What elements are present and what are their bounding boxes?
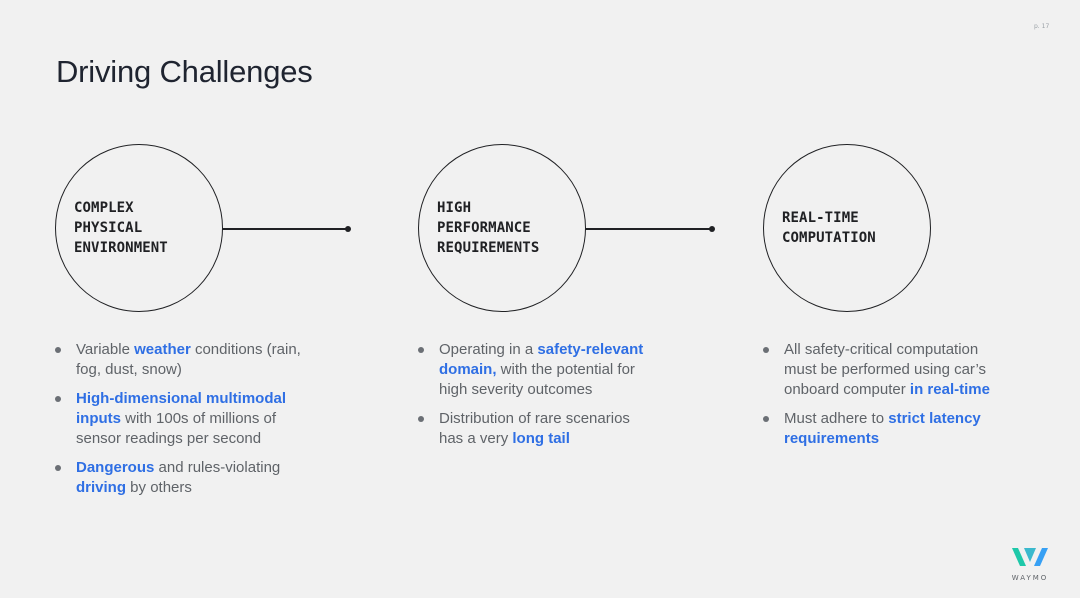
bullet-item: Must adhere to strict latency requiremen…	[763, 409, 1008, 449]
bullet-text: All safety-critical computation must be …	[784, 341, 987, 398]
bullet-item: All safety-critical computation must be …	[763, 340, 1008, 400]
bullet-item: Variable weather conditions (rain, fog, …	[55, 340, 305, 380]
bullet-text: Distribution of rare scenarios has a ver…	[439, 410, 630, 447]
highlight-text: Dangerous	[76, 459, 155, 476]
circle-label: HIGH PERFORMANCE REQUIREMENTS	[437, 200, 540, 256]
bullet-item: Operating in a safety-relevant domain, w…	[418, 340, 658, 400]
bullet-list-real-time-computation: All safety-critical computation must be …	[763, 340, 1008, 458]
connector-dot	[709, 226, 715, 232]
highlight-text: driving	[76, 479, 127, 496]
highlight-text: safety-relevant domain,	[439, 341, 644, 378]
circle-label: REAL-TIME COMPUTATION	[782, 210, 876, 246]
page-number: p. 17	[1034, 23, 1050, 30]
connector-line	[585, 228, 710, 230]
slide-title: Driving Challenges	[56, 54, 313, 89]
bullet-item: Distribution of rare scenarios has a ver…	[418, 409, 658, 449]
bullet-text: by others	[126, 479, 192, 496]
connector-dot	[345, 226, 351, 232]
bullet-text: and rules-violating	[154, 459, 281, 476]
circle-real-time-computation: REAL-TIME COMPUTATION	[763, 144, 931, 312]
highlight-text: weather	[134, 341, 191, 358]
bullet-list-complex-physical-environment: Variable weather conditions (rain, fog, …	[55, 340, 305, 507]
highlight-text: in real-time	[909, 381, 990, 398]
circle-high-performance-requirements: HIGH PERFORMANCE REQUIREMENTS	[418, 144, 586, 312]
bullet-text: Variable	[76, 341, 135, 358]
bullet-text: with 100s of millions of sensor readings…	[76, 410, 277, 447]
bullet-item: Dangerous and rules-violating driving by…	[55, 458, 305, 498]
circle-complex-physical-environment: COMPLEX PHYSICAL ENVIRONMENT	[55, 144, 223, 312]
bullet-text: with the potential for high severity out…	[439, 361, 635, 398]
waymo-logo: WAYMO	[1006, 544, 1054, 586]
bullet-text: conditions (rain, fog, dust, snow)	[76, 341, 301, 378]
bullet-item: High-dimensional multimodal inputs with …	[55, 389, 305, 449]
bullet-list-high-performance-requirements: Operating in a safety-relevant domain, w…	[418, 340, 658, 458]
bullet-text: Operating in a	[439, 341, 538, 358]
logo-wordmark: WAYMO	[1011, 574, 1049, 582]
connector-line	[222, 228, 346, 230]
highlight-text: High-dimensional multimodal inputs	[76, 390, 287, 427]
highlight-text: strict latency requirements	[784, 410, 981, 447]
bullet-text: Must adhere to	[784, 410, 889, 427]
circle-label: COMPLEX PHYSICAL ENVIRONMENT	[74, 200, 168, 256]
waymo-logo-icon	[1012, 548, 1048, 566]
highlight-text: long tail	[512, 430, 570, 447]
